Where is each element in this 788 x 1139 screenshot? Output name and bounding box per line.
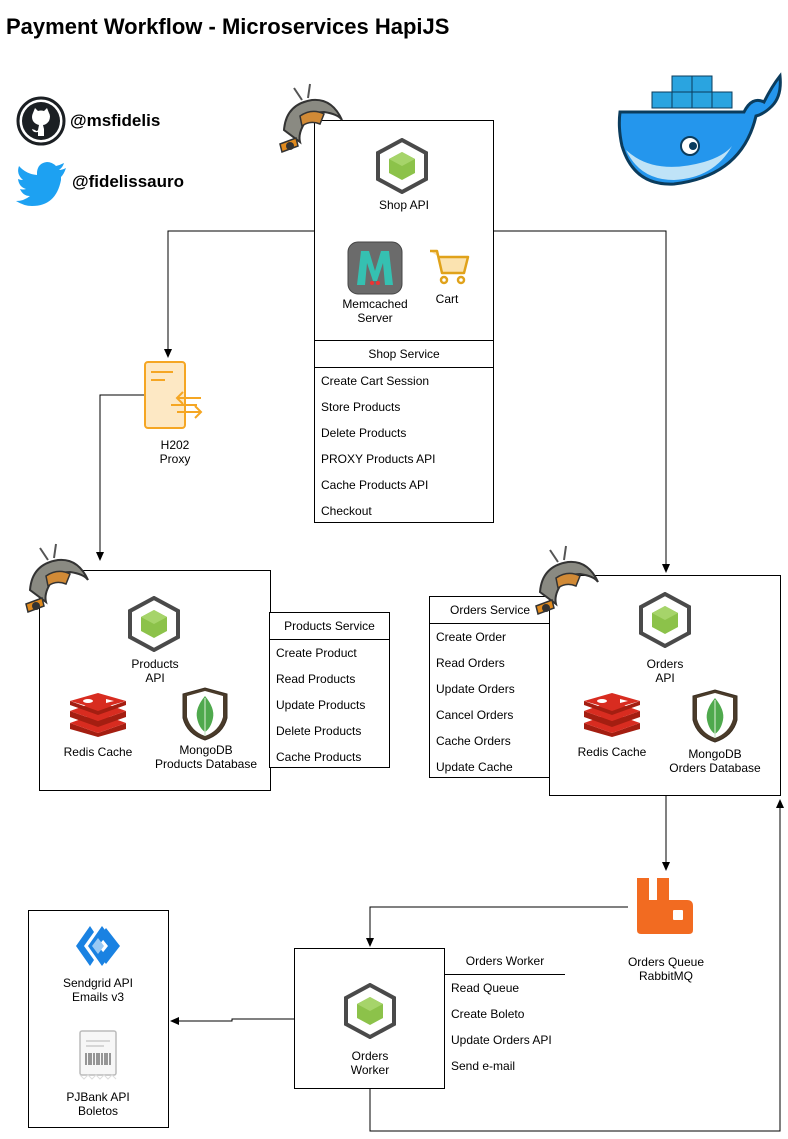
mongodb-icon [689,688,741,749]
redis-icon [68,693,128,742]
list-item: Read Orders [436,656,505,670]
mongodb-icon [179,686,231,747]
shop-api-label: Shop API [378,198,430,212]
list-item: Create Boleto [451,1007,525,1021]
rabbitmq-icon [635,876,695,941]
products-service-list: Products Service Create Product Read Pro… [269,612,390,768]
list-item: Store Products [321,400,401,414]
worker-header: Orders Worker [445,948,565,975]
arrow-shop-to-orders [494,230,670,573]
products-service-header: Products Service [270,613,389,640]
list-item: Read Products [276,672,356,686]
list-item: Update Orders [436,682,515,696]
list-item: Checkout [321,504,372,518]
twitter-icon [16,162,68,211]
list-item: Cache Products [276,750,362,764]
github-icon [16,96,66,151]
orders-service-header: Orders Service [430,597,550,624]
cart-icon [428,247,470,292]
page-title: Payment Workflow - Microservices HapiJS [6,14,450,39]
list-item: Cache Orders [436,734,511,748]
worker-task-list: Orders Worker Read Queue Create Boleto U… [444,948,565,1089]
list-item: Delete Products [321,426,407,440]
arrow-shop-to-proxy [164,230,314,358]
shop-service-header: Shop Service [315,341,493,368]
github-handle[interactable]: @msfidelis [70,111,161,130]
products-redis-label: Redis Cache [63,745,133,759]
list-item: Create Order [436,630,507,644]
list-item: Update Orders API [451,1033,552,1047]
boleto-receipt-icon [78,1029,118,1086]
hapi-logo-icon [18,540,100,625]
arrow-worker-to-external [170,1017,294,1025]
list-item: PROXY Products API [321,452,436,466]
worker-hex-icon [341,982,399,1044]
list-item: Cache Products API [321,478,429,492]
list-item: Create Cart Session [321,374,430,388]
arrow-queue-to-worker [366,906,628,947]
list-item: Create Product [276,646,357,660]
memcached-icon [347,241,403,300]
orders-service-list: Orders Service Create Order Read Orders … [429,596,551,778]
arrow-proxy-to-products [96,394,145,561]
hapi-logo-icon [272,80,354,165]
proxy-server-icon [143,360,207,437]
docker-whale-icon [614,66,782,197]
products-api-hex-icon [125,595,183,657]
arrow-worker-to-orders [369,799,784,1132]
list-item: Update Products [276,698,366,712]
shop-service-list: Shop Service Create Cart Session Store P… [314,340,494,523]
orders-api-hex-icon [636,591,694,653]
redis-icon [582,693,642,742]
twitter-handle[interactable]: @fidelissauro [72,172,184,191]
shop-api-hex-icon [373,137,431,199]
list-item: Update Cache [436,760,513,774]
sendgrid-icon [74,924,122,973]
list-item: Delete Products [276,724,362,738]
orders-redis-label: Redis Cache [577,745,647,759]
hapi-logo-icon [528,542,610,627]
list-item: Cancel Orders [436,708,514,722]
list-item: Send e-mail [451,1059,516,1073]
list-item: Read Queue [451,981,520,995]
cart-label: Cart [435,292,459,306]
